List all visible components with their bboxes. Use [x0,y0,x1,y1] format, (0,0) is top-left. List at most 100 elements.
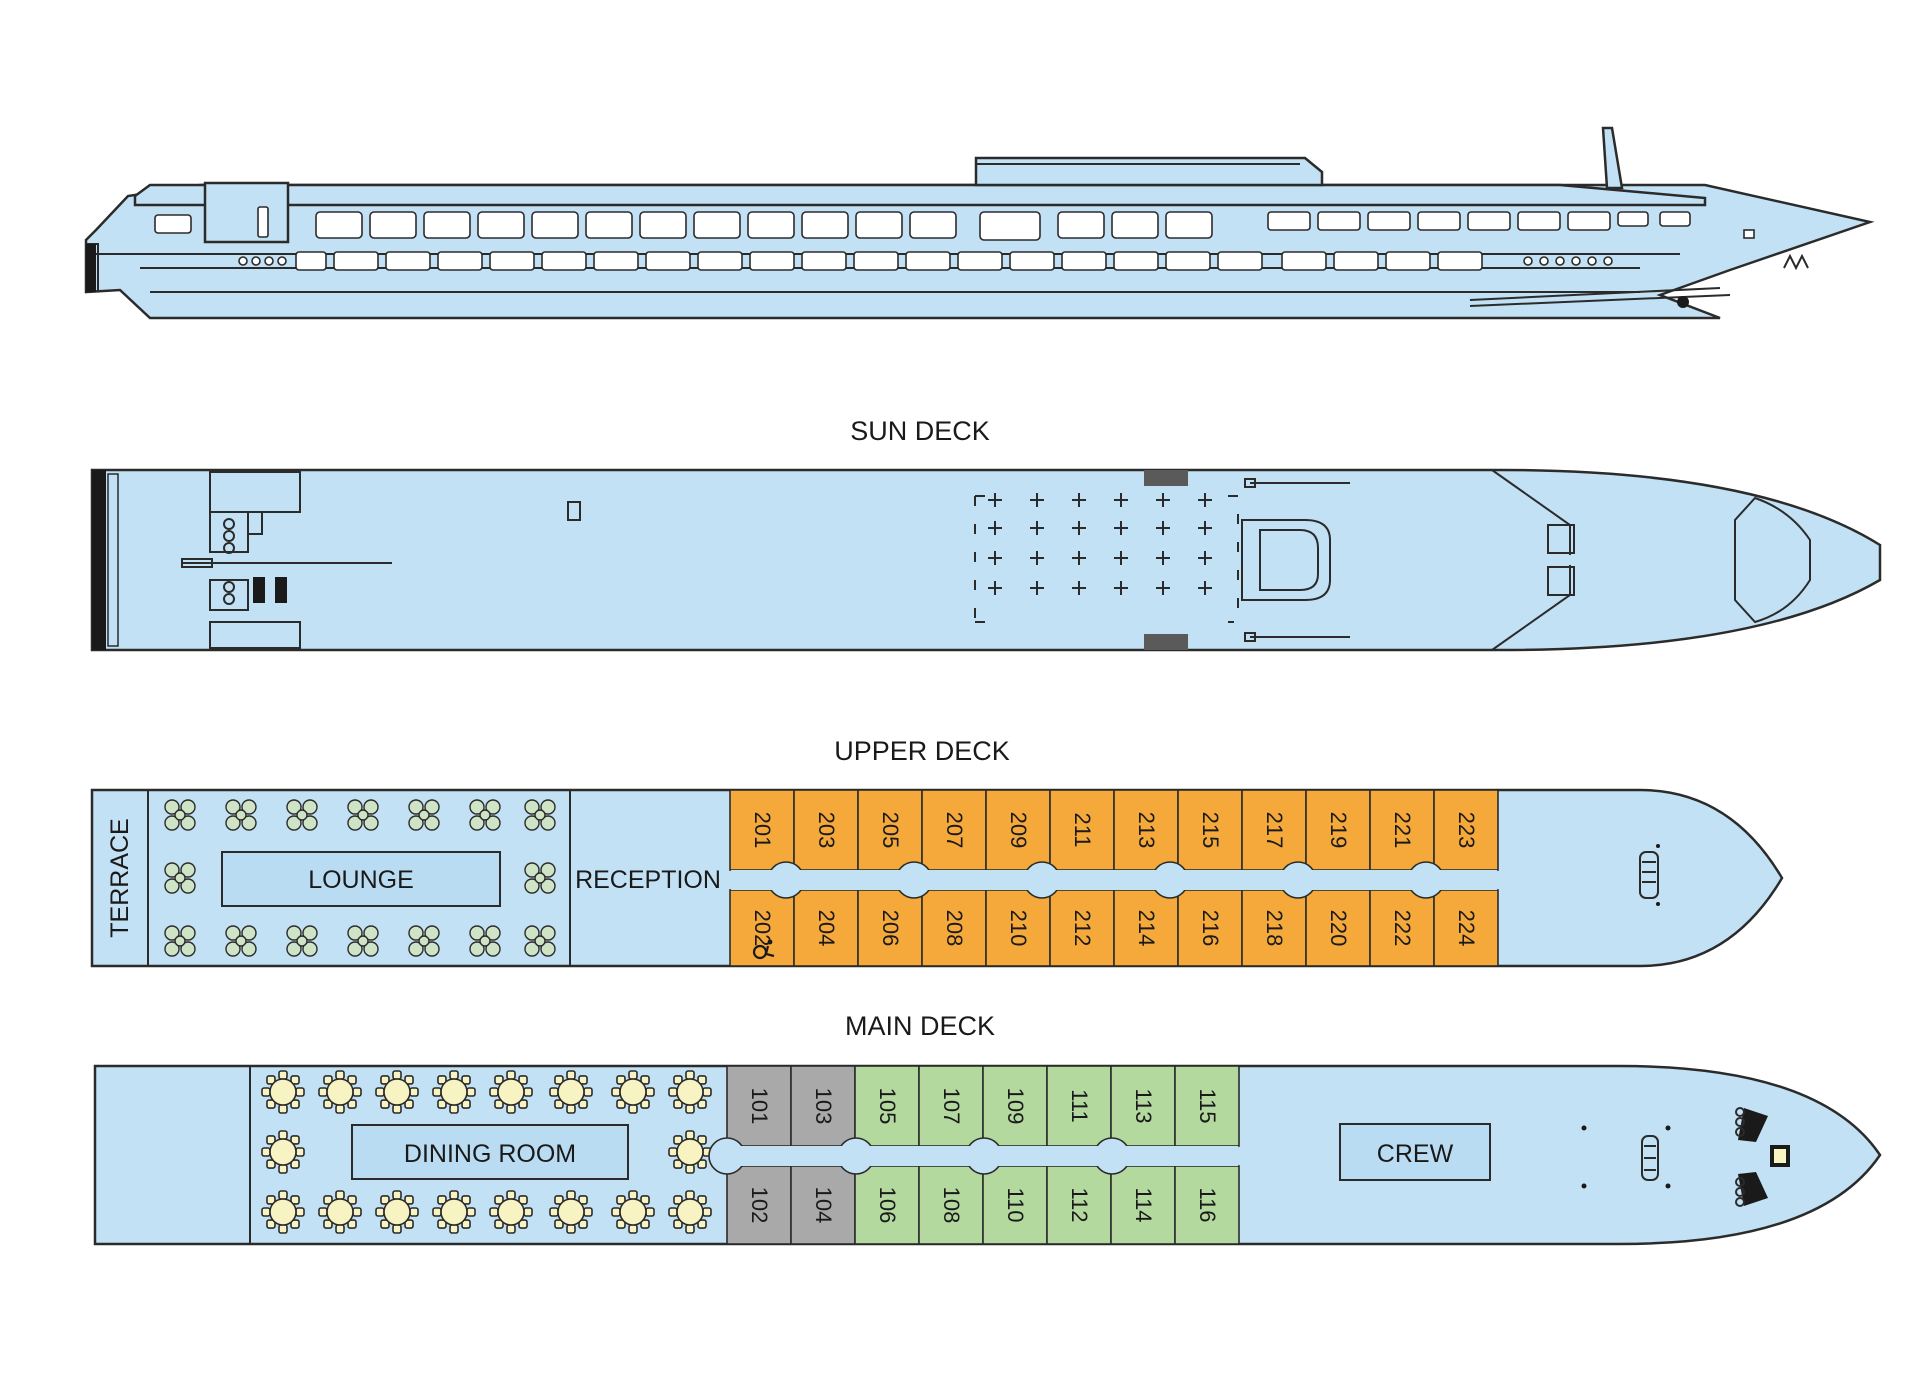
dining-table-icon [489,1070,533,1114]
dining-table-icon [549,1070,593,1114]
cabin-218[interactable]: 218 [1241,889,1307,967]
lounge-table-icon [469,925,501,957]
sun-lounger-icon [1198,551,1212,565]
cabin-number: 107 [939,1088,964,1125]
cabin-number: 207 [942,812,967,849]
cabin-106[interactable]: 106 [854,1165,920,1245]
lounge-table-icon [164,799,196,831]
dining-table-icon [375,1070,419,1114]
profile-windows-lower [238,229,1755,271]
sun-lounger-icon [1198,581,1212,595]
cabin-210[interactable]: 210 [985,889,1051,967]
cabin-number: 217 [1262,812,1287,849]
sun-lounger-icon [1030,551,1044,565]
sun-lounger-icon [1030,493,1044,507]
cabin-number: 211 [1070,812,1095,847]
cabin-205[interactable]: 205 [857,789,923,871]
dining-table-icon [611,1070,655,1114]
cabin-217[interactable]: 217 [1241,789,1307,871]
cabin-113[interactable]: 113 [1110,1065,1176,1147]
wheelchair-icon [752,939,775,960]
cabin-number: 218 [1262,910,1287,947]
dining-buffet [351,1124,629,1180]
sun-lounger-icon [223,518,235,605]
cabin-105[interactable]: 105 [854,1065,920,1147]
cabin-219[interactable]: 219 [1305,789,1371,871]
cabin-101[interactable]: 101 [726,1065,792,1147]
cabin-number: 212 [1070,910,1095,947]
anchor-icon [1677,296,1689,308]
cabin-220[interactable]: 220 [1305,889,1371,967]
cabin-number: 205 [878,812,903,849]
sun-lounger-icon [1114,493,1128,507]
lounge-table-icon [225,925,257,957]
cabin-number: 111 [1067,1089,1092,1122]
cabin-number: 114 [1131,1187,1156,1222]
dining-table-icon [432,1190,476,1234]
lounge-table-icon [408,925,440,957]
dining-room-label: DINING ROOM [404,1140,576,1168]
lounge-table-icon [225,799,257,831]
lounge-bar [221,851,501,907]
cabin-212[interactable]: 212 [1049,889,1115,967]
cabin-107[interactable]: 107 [918,1065,984,1147]
cabin-208[interactable]: 208 [921,889,987,967]
cabin-221[interactable]: 221 [1369,789,1435,871]
cabin-116[interactable]: 116 [1174,1165,1240,1245]
dining-table-icon [318,1070,362,1114]
cabin-202[interactable]: 202 [729,889,795,967]
cabin-115[interactable]: 115 [1174,1065,1240,1147]
sun-lounger-icon [1114,581,1128,595]
dining-tables [261,1070,712,1234]
cabin-number: 115 [1195,1088,1220,1123]
sun-area-boundary [974,495,1239,623]
lounge-table-icon [286,799,318,831]
cabin-111[interactable]: 111 [1046,1065,1112,1147]
cabin-206[interactable]: 206 [857,889,923,967]
sun-lounger-icon [988,551,1002,565]
cabin-224[interactable]: 224 [1433,889,1499,967]
cabin-number: 214 [1134,910,1159,947]
sun-lounger-icon [1030,521,1044,535]
cabin-103[interactable]: 103 [790,1065,856,1147]
cabin-102[interactable]: 102 [726,1165,792,1245]
sun-deck-title: SUN DECK [850,416,990,446]
profile-windows-upper [154,206,1691,241]
cabin-110[interactable]: 110 [982,1165,1048,1245]
cabin-207[interactable]: 207 [921,789,987,871]
crew-area [1339,1123,1491,1181]
cabin-216[interactable]: 216 [1177,889,1243,967]
main-deck-title: MAIN DECK [845,1011,995,1041]
sun-lounger-icon [1198,521,1212,535]
sun-lounger-icon [1156,581,1170,595]
lounge-table-icon [469,799,501,831]
dining-table-icon [261,1130,305,1174]
cabin-number: 112 [1067,1187,1092,1222]
sun-loungers-grid [974,493,1239,623]
cabin-215[interactable]: 215 [1177,789,1243,871]
cabin-108[interactable]: 108 [918,1165,984,1245]
dining-table-icon [489,1190,533,1234]
cabin-104[interactable]: 104 [790,1165,856,1245]
sun-lounger-icon [1072,521,1086,535]
cabin-222[interactable]: 222 [1369,889,1435,967]
dining-table-icon [549,1190,593,1234]
sun-lounger-icon [1198,493,1212,507]
cabin-number: 219 [1326,812,1351,849]
cabin-number: 208 [942,910,967,947]
cabin-201[interactable]: 201 [729,789,795,871]
cabin-204[interactable]: 204 [793,889,859,967]
cabin-109[interactable]: 109 [982,1065,1048,1147]
cabin-number: 210 [1006,910,1031,947]
cabin-223[interactable]: 223 [1433,789,1499,871]
cabin-203[interactable]: 203 [793,789,859,871]
cabin-114[interactable]: 114 [1110,1165,1176,1245]
cabin-213[interactable]: 213 [1113,789,1179,871]
cabin-214[interactable]: 214 [1113,889,1179,967]
bow-equipment-icon [1581,1107,1790,1207]
cabin-211[interactable]: 211 [1049,789,1115,871]
cabin-number: 221 [1390,812,1415,849]
cabin-112[interactable]: 112 [1046,1165,1112,1245]
dining-table-icon [668,1130,712,1174]
cabin-209[interactable]: 209 [985,789,1051,871]
